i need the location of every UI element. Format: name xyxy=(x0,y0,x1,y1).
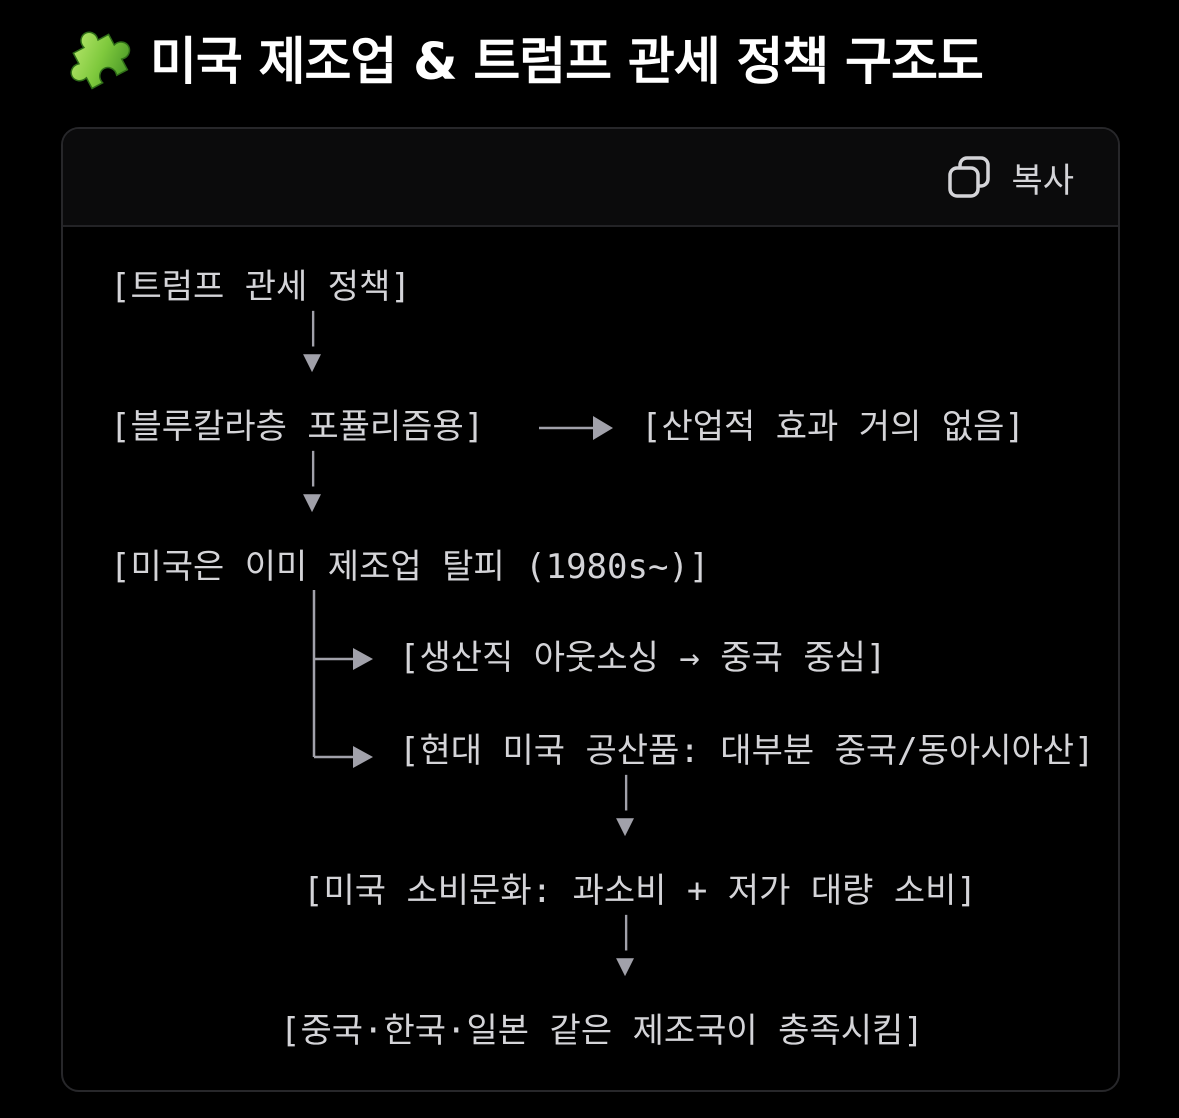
connector-arrow-down: ▼ xyxy=(616,808,635,843)
code-block-header: 복사 xyxy=(63,129,1118,227)
copy-button[interactable]: 복사 xyxy=(947,153,1074,201)
puzzle-piece-icon xyxy=(70,31,131,90)
connector-vertical: │ xyxy=(617,916,636,951)
connector-arrow-down: ▼ xyxy=(616,948,635,983)
copy-icon xyxy=(948,156,991,198)
code-block: 복사 [트럼프 관세 정책] │ ▼ [블루칼라층 포퓰리즘용] [산업적 효과… xyxy=(61,127,1120,1092)
connector-vertical: │ xyxy=(304,452,323,487)
node-tariff-policy: [트럼프 관세 정책] xyxy=(110,267,411,307)
branch-arrow-head-modern-goods xyxy=(353,746,373,768)
connector-arrow-down: ▼ xyxy=(303,344,322,379)
node-bluecollar-populism: [블루칼라층 포퓰리즘용] xyxy=(110,407,485,447)
page-heading: 미국 제조업 & 트럼프 관세 정책 구조도 xyxy=(64,22,984,92)
copy-button-label: 복사 xyxy=(1011,160,1074,201)
node-outsourcing-china: [생산직 아웃소싱 → 중국 중심] xyxy=(399,638,887,678)
branch-arrow-head-outsourcing xyxy=(353,648,373,670)
page-title: 미국 제조업 & 트럼프 관세 정책 구조도 xyxy=(150,33,984,92)
arrow-right-head xyxy=(593,416,613,440)
node-us-consumer-culture: [미국 소비문화: 과소비 + 저가 대량 소비] xyxy=(303,871,977,911)
node-manufacturing-nations: [중국·한국·일본 같은 제조국이 충족시킴] xyxy=(280,1011,924,1051)
node-modern-goods-asia: [현대 미국 공산품: 대부분 중국/동아시아산] xyxy=(399,731,1095,771)
connector-arrow-down: ▼ xyxy=(303,484,322,519)
connector-vertical: │ xyxy=(617,776,636,811)
node-no-industrial-effect: [산업적 효과 거의 없음] xyxy=(641,407,1025,447)
code-body: [트럼프 관세 정책] │ ▼ [블루칼라층 포퓰리즘용] [산업적 효과 거의… xyxy=(63,227,1118,1090)
connector-vertical: │ xyxy=(304,312,323,347)
connector-lines xyxy=(312,416,613,768)
node-us-deindustrialization: [미국은 이미 제조업 탈피 (1980s~)] xyxy=(110,547,710,587)
